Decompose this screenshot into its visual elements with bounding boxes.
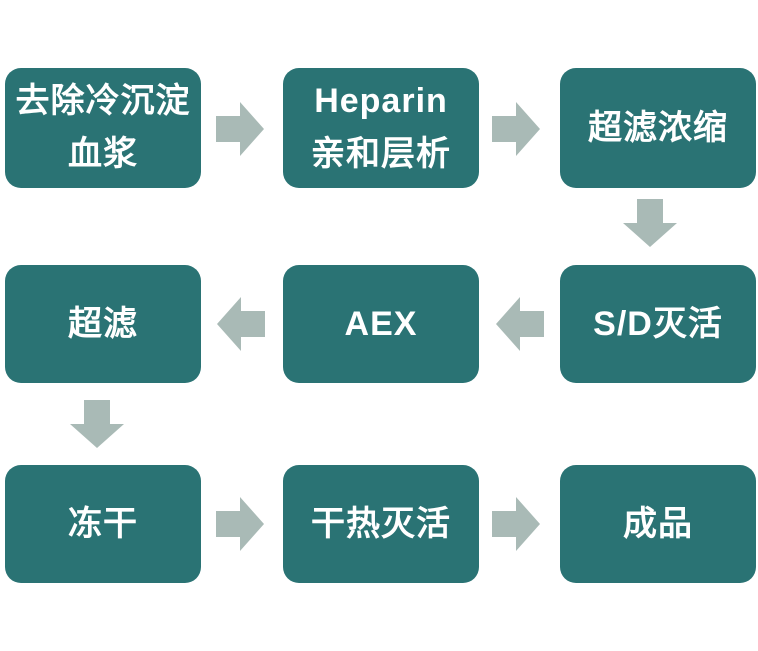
node-label: 超滤浓缩 [588,108,728,147]
node-label: 干热灭活 [311,504,451,543]
node-label: S/D灭活 [593,304,723,343]
arrow-right-icon [492,497,540,551]
arrow-down-icon [623,199,677,247]
node-label: Heparin [314,82,448,120]
node-label: 亲和层析 [311,135,451,173]
node-ultrafiltration-concentration: 超滤浓缩 [560,68,756,188]
arrow-right-icon [492,102,540,156]
arrow-left-icon [496,297,544,351]
node-remove-cryoprecipitate-plasma: 去除冷沉淀 血浆 [5,68,201,188]
arrow-right-icon [216,497,264,551]
node-final-product: 成品 [560,465,756,583]
node-dry-heat-inactivation: 干热灭活 [283,465,479,583]
node-heparin-affinity-chromatography: Heparin 亲和层析 [283,68,479,188]
node-label: 去除冷沉淀 [15,82,191,120]
node-lyophilization: 冻干 [5,465,201,583]
node-label: 血浆 [68,135,138,173]
arrow-right-icon [216,102,264,156]
node-label: AEX [344,304,418,343]
node-sd-inactivation: S/D灭活 [560,265,756,383]
node-label: 成品 [623,504,693,543]
node-aex: AEX [283,265,479,383]
node-ultrafiltration: 超滤 [5,265,201,383]
node-label: 超滤 [68,304,138,343]
arrow-down-icon [70,400,124,448]
arrow-left-icon [217,297,265,351]
node-label: 冻干 [68,504,138,543]
